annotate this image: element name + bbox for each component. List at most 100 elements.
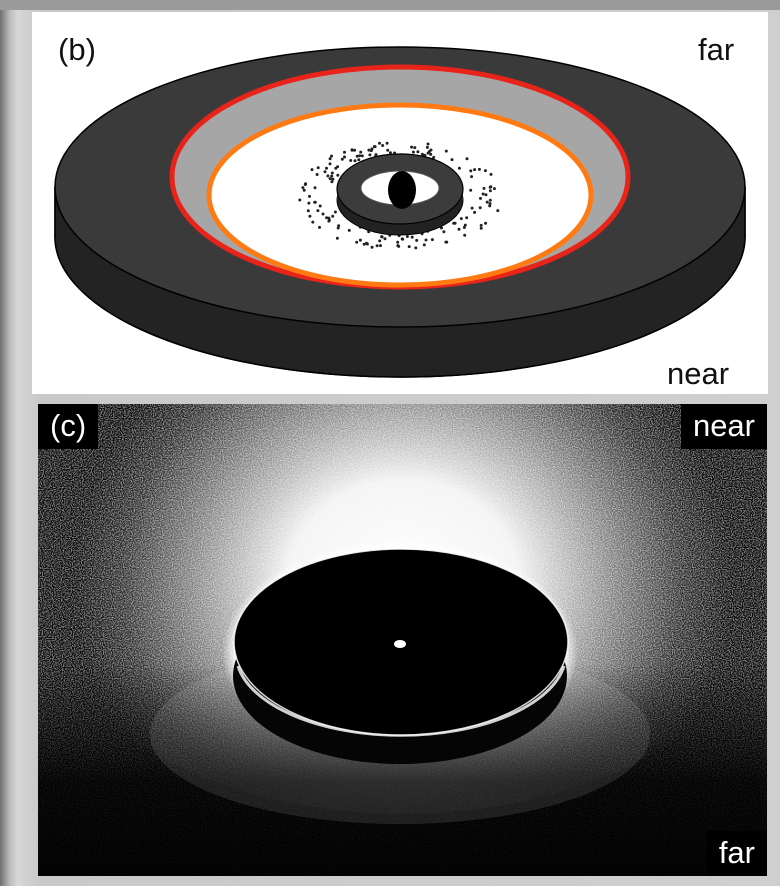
disk-top-outline	[233, 548, 569, 736]
dust-dot	[429, 152, 433, 156]
dust-dot	[304, 182, 308, 186]
dust-dot	[335, 236, 339, 240]
dust-dot	[414, 246, 418, 250]
dust-dot	[482, 186, 486, 190]
dust-dot	[450, 158, 454, 162]
dust-dot	[373, 145, 377, 149]
dust-dot	[355, 154, 359, 158]
dust-dot	[365, 241, 368, 245]
dust-dot	[410, 235, 414, 239]
dust-dot	[407, 245, 411, 249]
dust-dot	[311, 220, 315, 224]
dust-dot	[453, 221, 457, 225]
dust-dot	[315, 173, 319, 176]
dust-dot	[302, 188, 306, 192]
panel-c-scattered-light-image: (c) near far	[38, 404, 767, 876]
dust-dot	[457, 166, 461, 170]
dust-dot	[330, 171, 334, 175]
disk-schematic	[54, 46, 746, 378]
dust-dot	[313, 186, 317, 190]
dust-dot	[401, 237, 405, 241]
dust-dot	[336, 226, 340, 230]
dust-dot	[477, 167, 481, 171]
dust-dot	[360, 154, 364, 158]
dust-dot	[424, 238, 428, 242]
dust-dot	[326, 174, 330, 178]
panel-b-schematic: (b) far near	[32, 12, 768, 394]
panel-b-far-label: far	[698, 32, 735, 67]
dust-dot	[358, 154, 362, 158]
dust-dot	[469, 188, 473, 192]
dust-dot	[325, 166, 328, 170]
dust-dot	[463, 233, 467, 237]
central-point-source	[394, 640, 406, 648]
panel-c-near-label: near	[680, 404, 767, 449]
dust-dot	[405, 235, 409, 238]
dust-dot	[307, 201, 311, 205]
dust-dot	[473, 210, 477, 214]
dust-dot	[306, 209, 310, 213]
dust-dot	[328, 157, 332, 161]
dust-dot	[484, 221, 488, 225]
dust-dot	[353, 148, 357, 152]
dust-dot	[396, 240, 400, 244]
dust-dot	[445, 240, 449, 244]
dust-dot	[488, 198, 492, 202]
dust-dot	[379, 244, 382, 248]
central-star	[388, 171, 416, 209]
dust-dot	[496, 209, 500, 213]
dust-dot	[336, 165, 340, 169]
dust-dot	[328, 162, 332, 166]
scattered-light-image	[38, 404, 767, 876]
dust-dot	[426, 142, 430, 146]
dust-dot	[420, 152, 424, 156]
dust-dot	[336, 173, 340, 177]
dust-dot	[478, 206, 482, 210]
dust-dot	[484, 193, 488, 197]
dust-dot	[378, 239, 382, 243]
dust-dot	[470, 175, 474, 179]
dust-dot	[397, 244, 401, 248]
dust-dot	[362, 242, 366, 246]
dust-dot	[316, 166, 320, 170]
dust-dot	[479, 226, 483, 230]
dust-dot	[308, 214, 312, 218]
dust-dot	[442, 230, 446, 234]
dust-dot	[350, 148, 354, 152]
dust-dot	[357, 158, 361, 162]
dust-dot	[463, 223, 467, 227]
dust-dot	[328, 177, 332, 181]
dust-dot	[473, 168, 477, 172]
dust-dot	[385, 141, 389, 145]
dust-dot	[479, 196, 482, 200]
dust-dot	[308, 194, 311, 198]
dust-dot	[489, 172, 493, 176]
dust-dot	[488, 202, 492, 206]
panel-b-label: (b)	[58, 32, 96, 67]
dust-dot	[313, 200, 317, 204]
dust-dot	[367, 148, 371, 152]
dust-dot	[355, 240, 359, 244]
panel-c-label: (c)	[38, 404, 99, 449]
dust-dot	[415, 238, 419, 242]
dust-dot	[485, 200, 489, 204]
dust-dot	[488, 204, 492, 208]
dust-dot	[368, 153, 372, 157]
dust-dot	[318, 204, 322, 208]
dust-dot	[330, 154, 333, 158]
dust-cloud	[298, 141, 500, 250]
dust-dot	[488, 189, 492, 193]
dust-dot	[378, 141, 381, 145]
dust-dot	[422, 243, 426, 247]
dust-dot	[318, 225, 321, 229]
dust-dot	[374, 153, 378, 157]
dust-dot	[457, 227, 461, 231]
dust-dot	[331, 177, 335, 181]
dust-dot	[488, 185, 492, 189]
dust-dot	[316, 209, 320, 213]
dust-dot	[358, 238, 362, 242]
dust-dot	[349, 159, 353, 162]
dust-dot	[343, 150, 346, 154]
dust-dot	[410, 145, 414, 149]
dust-dot	[327, 216, 331, 220]
